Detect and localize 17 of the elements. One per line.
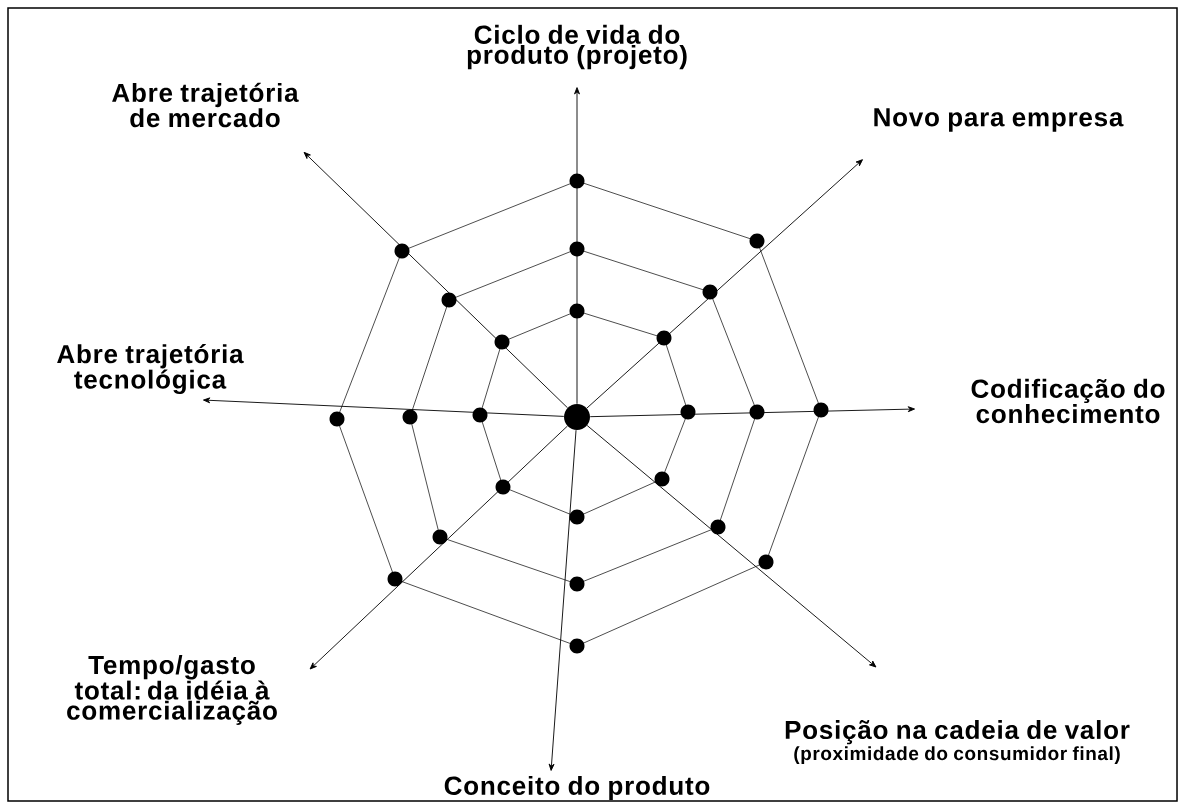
arrow [548, 429, 577, 771]
arrow [586, 425, 877, 668]
axis-label: Novo para empresa [874, 108, 1124, 132]
axis-label: Codificação do conhecimento [971, 378, 1165, 424]
axis-label: Conceito do produto [444, 775, 710, 801]
center-dot [564, 404, 590, 430]
axis-label: Tempo/gasto total: da idéia à comercialização [67, 655, 277, 725]
arrow [203, 397, 565, 417]
arrow [309, 425, 568, 670]
axis-label: Abre trajetória de mercado [112, 82, 299, 128]
arrow [589, 406, 916, 418]
axis-label: Abre trajetória tecnológica [57, 343, 244, 394]
arrow [574, 87, 580, 405]
axis-label: Ciclo de vida do produto (projeto) [467, 24, 687, 70]
arrow [303, 151, 568, 409]
arrow [586, 159, 863, 409]
axis-label: Posição na cadeia de valor (proximidade do consumidor final) [785, 720, 1130, 764]
